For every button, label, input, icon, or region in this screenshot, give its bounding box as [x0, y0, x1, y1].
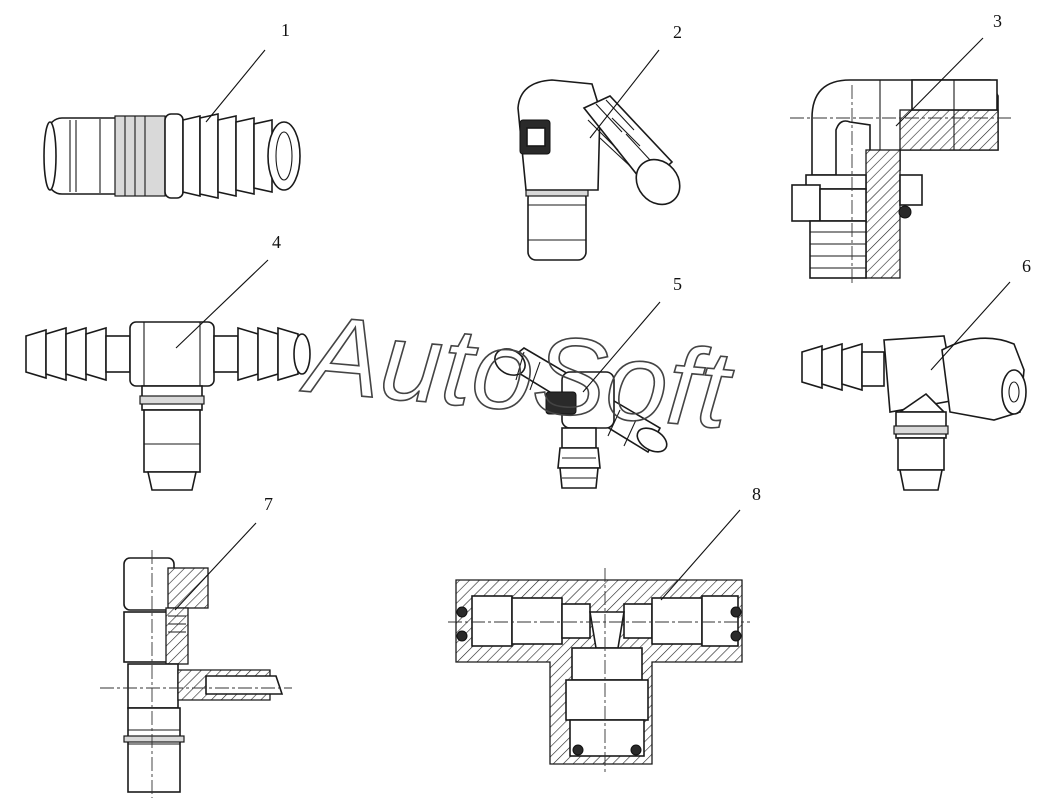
- part-2-elbow-connector: [517, 79, 681, 261]
- part-4-tee-barbed: [25, 321, 311, 491]
- leader-line-4: [175, 259, 269, 349]
- part-8-sectioned-tee: [448, 568, 750, 772]
- callout-1: 1: [281, 20, 290, 40]
- leader-line-3: [895, 37, 984, 127]
- leader-line-7: [174, 522, 257, 611]
- callout-2: 2: [673, 22, 682, 42]
- part-7-sectioned-fitting: [100, 550, 292, 798]
- callout-3: 3: [993, 11, 1002, 31]
- callout-4: 4: [272, 232, 281, 252]
- leader-line-5: [582, 301, 661, 393]
- leader-line-8: [660, 509, 741, 601]
- leader-line-2: [589, 49, 660, 139]
- part-6-tee-elbow: [801, 335, 1027, 491]
- part-3-sectioned-elbow: [790, 79, 1012, 286]
- leader-line-6: [930, 281, 1011, 371]
- leader-line-1: [205, 49, 266, 123]
- callout-8: 8: [752, 484, 761, 504]
- watermark: AutoSoft: [297, 292, 738, 452]
- callout-6: 6: [1022, 256, 1031, 276]
- part-1-straight-connector: [43, 113, 301, 199]
- callout-7: 7: [264, 494, 273, 514]
- callout-5: 5: [673, 274, 682, 294]
- part-5-tee-clip: [494, 347, 668, 489]
